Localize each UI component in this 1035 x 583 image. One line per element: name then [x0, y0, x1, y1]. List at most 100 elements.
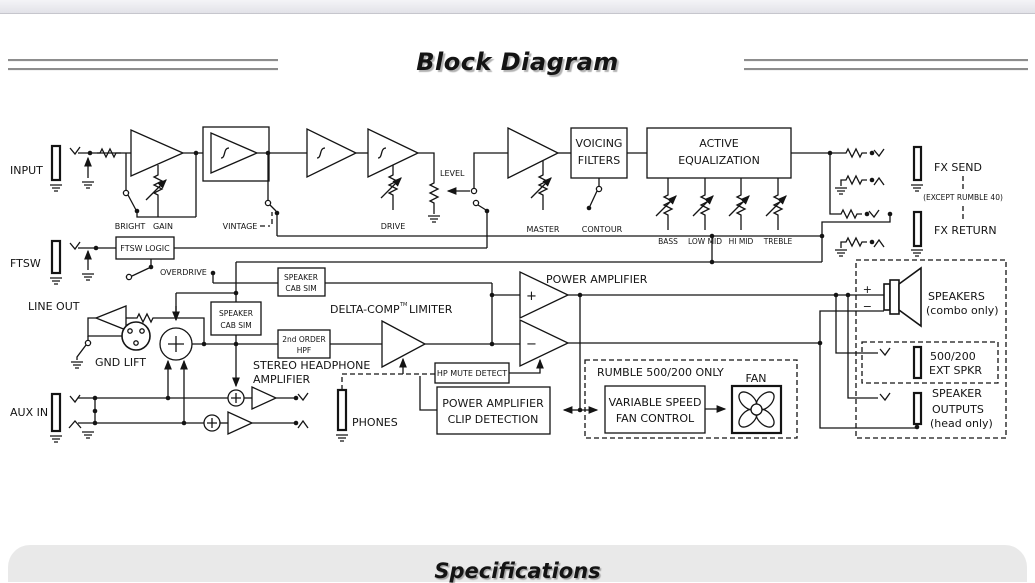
- aux-in-label: AUX IN: [10, 406, 48, 419]
- speaker-out-line2: OUTPUTS: [932, 403, 984, 416]
- ext-spkr-jack: [912, 345, 923, 380]
- power-amp-label: POWER AMPLIFIER: [546, 273, 648, 286]
- power-amp: + − POWER AMPLIFIER: [489, 270, 884, 413]
- clip-detect-box: [436, 386, 551, 435]
- limiter-word: LIMITER: [409, 303, 453, 316]
- hpf-line2: HPF: [297, 346, 311, 355]
- stereo-hp-line1: STEREO HEADPHONE: [253, 359, 370, 372]
- drive-amp-1: [306, 127, 358, 179]
- cab-sim2-line1: SPEAKER: [219, 309, 253, 318]
- rumble-only-box: [584, 359, 798, 439]
- ftsw-jack: [50, 239, 62, 275]
- speaker-out-line3: (head only): [930, 417, 993, 430]
- input-section: INPUT BRIGHT GAIN: [10, 129, 211, 231]
- drive-label: DRIVE: [381, 222, 406, 231]
- fan-ctrl-line1: VARIABLE SPEED: [609, 396, 702, 409]
- speaker-minus-sign: −: [863, 300, 872, 313]
- input-amp: [130, 129, 185, 177]
- ftsw-label: FTSW: [10, 257, 41, 270]
- hpf-line1: 2nd ORDER: [282, 335, 326, 344]
- hp-mute-label: HP MUTE DETECT: [437, 369, 507, 378]
- fan-control-box: [604, 385, 706, 434]
- master-stage: MASTER: [507, 126, 571, 234]
- fx-return-label: FX RETURN: [934, 224, 997, 237]
- hpf-limiter: 2nd ORDER HPF DELTA-COMP TM LIMITER: [277, 302, 520, 374]
- vintage-label: VINTAGE: [223, 222, 258, 231]
- overdrive-label: OVERDRIVE: [160, 268, 207, 277]
- low-mid-label: LOW MID: [688, 237, 722, 246]
- voicing-filters: VOICING FILTERS CONTOUR: [570, 127, 647, 234]
- cab-sim-1: SPEAKER CAB SIM: [277, 267, 326, 297]
- power-amp-plus-sign: +: [526, 289, 537, 304]
- line-out-section: SPEAKER CAB SIM LINE OUT GND LIFT: [28, 262, 278, 369]
- stereo-hp-line2: AMPLIFIER: [253, 373, 311, 386]
- input-jack: [50, 144, 62, 182]
- line-out-label: LINE OUT: [28, 300, 80, 313]
- treble-label: TREBLE: [763, 237, 793, 246]
- master-label: MASTER: [527, 225, 560, 234]
- fan-icon: [738, 391, 775, 428]
- title-rule-left-2: [8, 68, 278, 70]
- voicing-line1: VOICING: [576, 137, 623, 150]
- fx-send-jack: [912, 145, 923, 182]
- ftsw-section: FTSW FTSW LOGIC OVERDRIVE: [10, 236, 487, 285]
- level-label: LEVEL: [440, 169, 465, 178]
- page-title: Block Diagram: [416, 48, 619, 76]
- cab-sim1-line1: SPEAKER: [284, 273, 318, 282]
- eq-pots: [655, 178, 787, 230]
- active-eq-line1: ACTIVE: [699, 137, 739, 150]
- power-amp-minus: [519, 318, 570, 368]
- signal-buses: [210, 233, 825, 284]
- overdrive-stage: DRIVE LEVEL: [306, 127, 508, 248]
- hi-mid-label: HI MID: [729, 237, 754, 246]
- headphone-section: STEREO HEADPHONE AMPLIFIER PHONES: [203, 344, 398, 442]
- rumble-only-label: RUMBLE 500/200 ONLY: [597, 366, 724, 379]
- limiter-tm: TM: [399, 302, 407, 308]
- clip-line1: POWER AMPLIFIER: [442, 397, 544, 410]
- active-eq-line2: EQUALIZATION: [678, 154, 760, 167]
- fan-label: FAN: [745, 372, 766, 385]
- specifications-panel: Specifications: [8, 545, 1027, 583]
- hp-amp-left: [251, 385, 278, 411]
- fx-loop: FX SEND FX RETURN (EXCEPT RUMBLE 40): [791, 145, 1003, 262]
- active-eq: ACTIVE EQUALIZATION BASS LOW MID HI MID …: [646, 127, 793, 246]
- vintage-stage: VINTAGE: [202, 126, 307, 236]
- specifications-title: Specifications: [434, 559, 601, 583]
- title-rule-right-1: [744, 59, 1028, 61]
- title-rule-left-1: [8, 59, 278, 61]
- vintage-amp: [210, 132, 259, 174]
- line-out-amp: [94, 305, 127, 331]
- input-tip-contact: [69, 146, 81, 156]
- fan-ctrl-line2: FAN CONTROL: [616, 412, 695, 425]
- hp-amp-right: [227, 410, 254, 436]
- fx-except-label: (EXCEPT RUMBLE 40): [923, 193, 1003, 202]
- title-rule-right-2: [744, 68, 1028, 70]
- block-diagram: INPUT BRIGHT GAIN VINTAGE: [10, 126, 1007, 443]
- gnd-lift-label: GND LIFT: [95, 356, 146, 369]
- master-amp: [507, 126, 560, 180]
- ext-spkr-line2: EXT SPKR: [929, 364, 982, 377]
- cab-sim2-line2: CAB SIM: [220, 321, 251, 330]
- voicing-line2: FILTERS: [578, 154, 620, 167]
- speakers-line1: SPEAKERS: [928, 290, 985, 303]
- phones-jack: [336, 388, 348, 432]
- speaker-outer-box: [855, 259, 1007, 439]
- aux-in-section: AUX IN: [10, 359, 228, 443]
- input-label: INPUT: [10, 164, 43, 177]
- ext-spkr-box: [861, 341, 999, 384]
- limiter-label: DELTA-COMP: [330, 303, 400, 316]
- speaker-icon: [883, 266, 922, 328]
- power-amp-plus: [519, 270, 570, 320]
- power-amp-minus-sign: −: [526, 337, 537, 352]
- mute-clip-fan: HP MUTE DETECT POWER AMPLIFIER CLIP DETE…: [341, 358, 798, 439]
- speakers-line2: (combo only): [926, 304, 999, 317]
- fx-send-label: FX SEND: [934, 161, 982, 174]
- contour-label: CONTOUR: [582, 225, 623, 234]
- fx-return-jack: [912, 210, 923, 248]
- speaker-outputs-section: + − SPEAKERS (combo only) 500/200 EXT SP…: [819, 259, 1007, 439]
- gain-label: GAIN: [153, 222, 173, 231]
- hpf-box: [277, 329, 331, 359]
- title-row: Block Diagram: [0, 44, 1035, 84]
- bass-label: BASS: [658, 237, 678, 246]
- cab-sim-2: [210, 301, 262, 336]
